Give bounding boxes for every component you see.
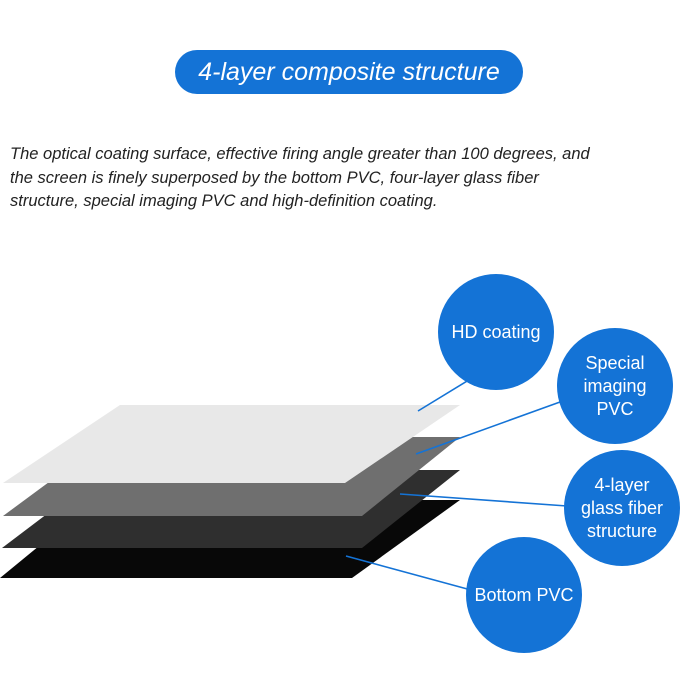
circle-glass-fiber: [564, 450, 680, 566]
label-bottom-pvc: Bottom PVC: [474, 584, 574, 605]
description-text: The optical coating surface, effective f…: [10, 143, 698, 214]
layer-hd-coating: [3, 405, 460, 483]
circle-imaging-pvc: [557, 328, 673, 444]
label-hd-coating: HD coating: [451, 321, 541, 342]
description-line-2: the screen is finely superposed by the b…: [10, 168, 539, 187]
title-text: 4-layer composite structure: [198, 58, 500, 86]
circle-bottom-pvc: [466, 537, 582, 653]
leader-line-glass-fiber: [399, 493, 568, 507]
title-banner: 4-layer composite structure: [175, 50, 523, 94]
label-imaging-pvc: Special imaging PVC: [583, 352, 647, 419]
description-line-1: The optical coating surface, effective f…: [10, 145, 590, 163]
circle-hd-coating: [438, 274, 554, 390]
leader-line-imaging-pvc: [415, 401, 561, 455]
label-glass-fiber: 4-layer glass fiber structure: [580, 474, 664, 541]
description-line-3: structure, special imaging PVC and high-…: [10, 192, 438, 210]
leader-line-bottom-pvc: [345, 555, 472, 591]
